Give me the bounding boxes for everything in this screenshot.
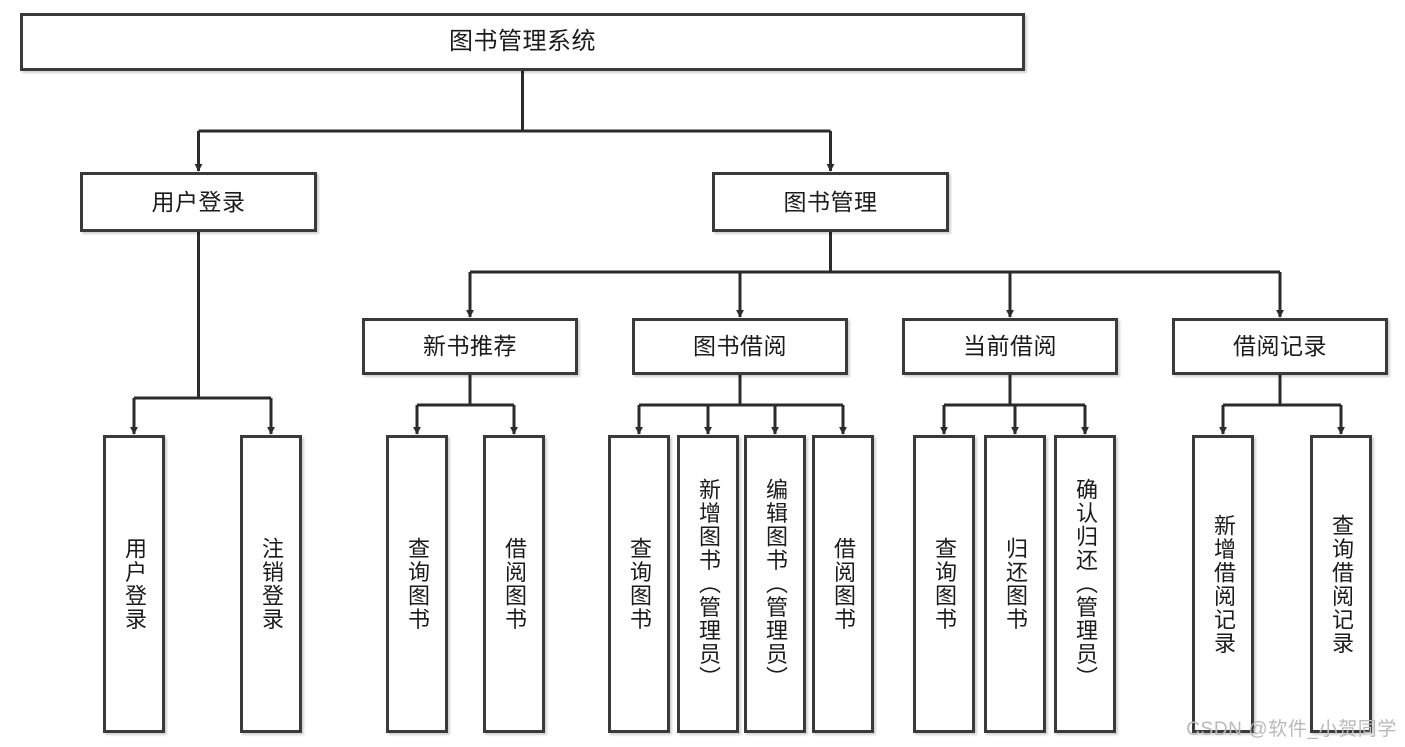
node-book-borrow[interactable]: 图书借阅 — [632, 318, 848, 375]
node-label: 图书管理 — [783, 188, 878, 215]
node-label: 新增图书（管理员） — [696, 478, 721, 690]
node-label: 图书借阅 — [693, 333, 787, 360]
node-label: 查询图书 — [405, 537, 430, 631]
node-label: 借阅记录 — [1233, 333, 1327, 360]
node-label: 查询借阅记录 — [1329, 513, 1354, 655]
node-user-login[interactable]: 用户登录 — [80, 172, 317, 232]
node-label: 查询图书 — [932, 537, 957, 631]
node-label: 借阅图书 — [502, 537, 527, 631]
node-new-book-rec[interactable]: 新书推荐 — [362, 318, 578, 375]
node-leaf-logout[interactable]: 注销登录 — [240, 435, 302, 733]
node-leaf-bb-edit[interactable]: 编辑图书（管理员） — [744, 435, 806, 733]
node-label: 确认归还（管理员） — [1073, 478, 1098, 690]
node-leaf-bb-query[interactable]: 查询图书 — [608, 435, 670, 733]
node-leaf-cb-query[interactable]: 查询图书 — [913, 435, 975, 733]
node-leaf-bb-borrow[interactable]: 借阅图书 — [812, 435, 874, 733]
node-leaf-br-query[interactable]: 查询借阅记录 — [1310, 435, 1372, 733]
node-label: 用户登录 — [151, 188, 246, 215]
node-label: 借阅图书 — [831, 537, 856, 631]
node-book-manage[interactable]: 图书管理 — [712, 172, 949, 232]
node-label: 归还图书 — [1003, 537, 1028, 631]
node-leaf-login[interactable]: 用户登录 — [103, 435, 165, 733]
node-leaf-cb-confirm[interactable]: 确认归还（管理员） — [1054, 435, 1116, 733]
node-label: 注销登录 — [259, 537, 284, 631]
node-label: 查询图书 — [627, 537, 652, 631]
node-root[interactable]: 图书管理系统 — [20, 13, 1025, 71]
watermark-label: CSDN @软件_小贺同学 — [1186, 719, 1397, 740]
node-current-borrow[interactable]: 当前借阅 — [902, 318, 1118, 375]
node-label: 新书推荐 — [423, 333, 517, 360]
node-label: 新增借阅记录 — [1211, 513, 1236, 655]
node-label: 编辑图书（管理员） — [763, 478, 788, 690]
node-leaf-rec-query[interactable]: 查询图书 — [386, 435, 448, 733]
node-label: 用户登录 — [122, 537, 147, 631]
node-leaf-rec-borrow[interactable]: 借阅图书 — [483, 435, 545, 733]
node-leaf-br-add[interactable]: 新增借阅记录 — [1192, 435, 1254, 733]
node-leaf-cb-return[interactable]: 归还图书 — [984, 435, 1046, 733]
node-borrow-record[interactable]: 借阅记录 — [1172, 318, 1388, 375]
node-label: 当前借阅 — [963, 333, 1057, 360]
node-leaf-bb-add[interactable]: 新增图书（管理员） — [677, 435, 739, 733]
node-label: 图书管理系统 — [449, 28, 596, 56]
